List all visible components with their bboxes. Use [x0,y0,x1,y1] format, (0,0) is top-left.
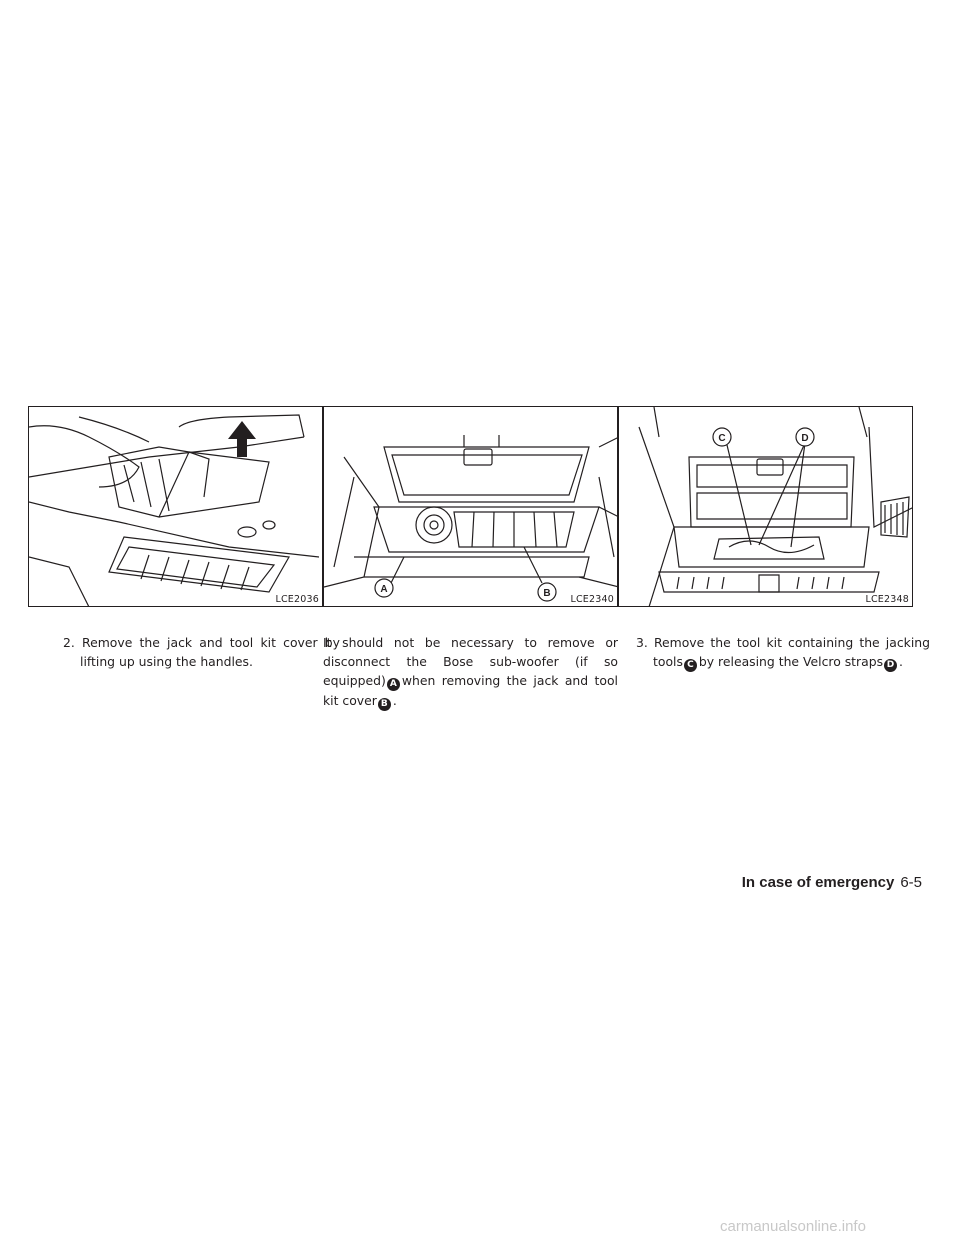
callout-d-label: D [801,433,808,444]
step-3-text: 3. Remove the tool kit containing the ja… [636,635,930,672]
callout-c-circle [712,427,732,447]
callout-a-circle [374,578,394,598]
callout-b-circle [537,582,557,602]
illustration-tool-kit: C D [638,407,912,606]
step-number: 2. [63,635,75,650]
figure-code: LCE2340 [568,594,614,605]
up-arrow-icon [228,421,256,457]
callout-b-badge: B [377,698,391,711]
illustration-lift-cover [29,414,320,606]
figure-subwoofer: A B LCE2340 [323,406,618,607]
step-body: Remove the jack and tool kit cover by li… [80,635,340,669]
figure-tool-kit: C D LCE2348 [618,406,913,607]
callout-a-badge: A [386,678,400,691]
watermark: carmanualsonline.info [720,1218,866,1235]
step-2-text: 2. Remove the jack and tool kit cover by… [63,633,340,671]
callout-a-label: A [380,584,387,595]
callout-c-label: C [718,433,725,444]
figure-code: LCE2036 [273,594,319,605]
section-title: In case of emergency [741,874,895,891]
callout-c-badge: C [683,659,697,672]
subwoofer-note: It should not be necessary to remove or … [323,635,618,711]
page-number: 6-5 [900,874,922,891]
callout-d-badge: D [884,659,898,672]
illustration-subwoofer: A B [324,435,617,602]
page-footer: In case of emergency 6-5 [742,874,922,891]
callout-b-label: B [543,588,550,599]
figure-code: LCE2348 [863,594,909,605]
callout-d-circle [795,427,815,447]
figure-lift-cover: LCE2036 [28,406,323,607]
step-number: 3. [636,635,648,650]
